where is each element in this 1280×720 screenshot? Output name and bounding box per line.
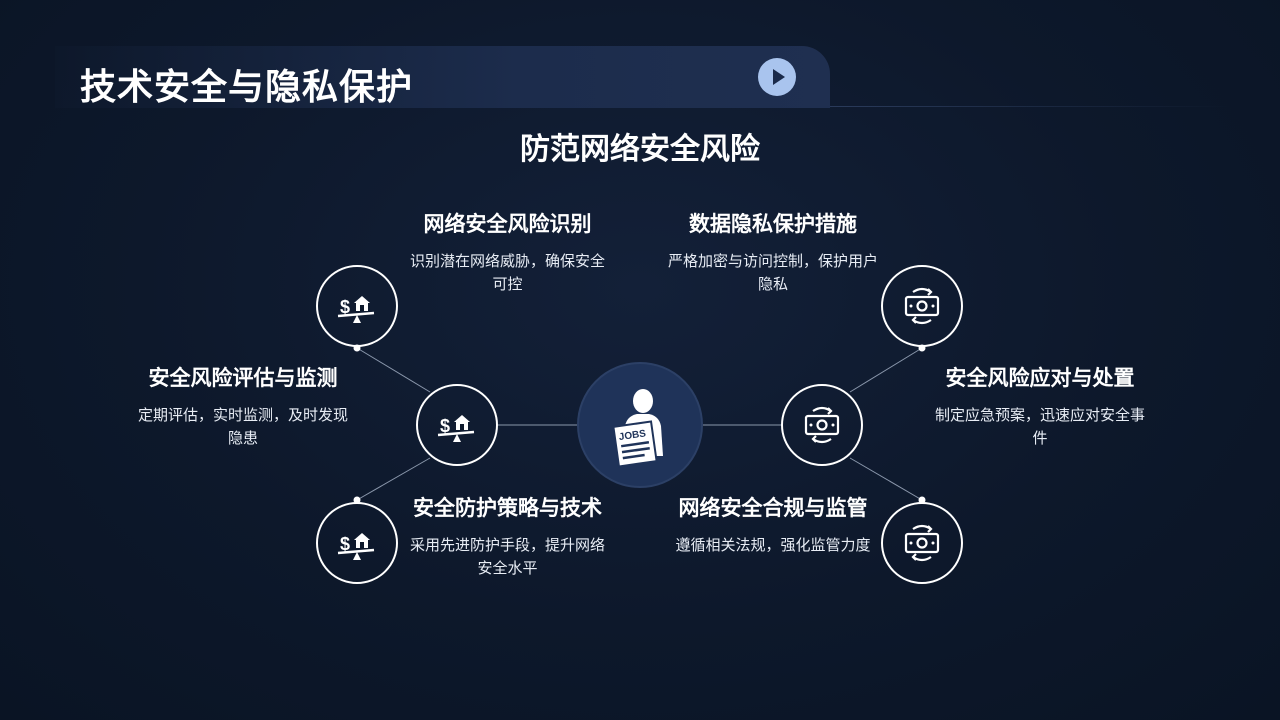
- diagram-title: 防范网络安全风险: [520, 133, 760, 166]
- money-house-seesaw-icon: $: [437, 415, 475, 442]
- cash-exchange-icon: [804, 406, 840, 444]
- page-title: 技术安全与隐私保护: [80, 66, 414, 107]
- node-description: 定期评估，实时监测，及时发现隐患: [138, 407, 349, 447]
- cash-exchange-icon: [904, 287, 940, 325]
- node-assess: $: [416, 384, 498, 466]
- label-compliance: 网络安全合规与监管 遵循相关法规，强化监管力度: [668, 498, 878, 557]
- money-house-seesaw-icon: $: [337, 533, 375, 560]
- svg-text:$: $: [340, 297, 350, 317]
- connector-line: [356, 457, 431, 501]
- node-title: 网络安全风险识别: [423, 213, 592, 236]
- label-identify: 网络安全风险识别 识别潜在网络威胁，确保安全可控: [405, 214, 610, 296]
- node-description: 遵循相关法规，强化监管力度: [675, 537, 871, 554]
- connector-line: [849, 457, 923, 501]
- node-title: 数据隐私保护措施: [689, 213, 857, 236]
- label-defense: 安全防护策略与技术 采用先进防护手段，提升网络安全水平: [405, 498, 610, 580]
- connector-line: [849, 347, 923, 393]
- node-title: 安全风险应对与处置: [945, 367, 1135, 390]
- node-title: 安全防护策略与技术: [413, 497, 602, 520]
- node-title: 网络安全合规与监管: [678, 497, 868, 520]
- jobs-person-icon: JOBS: [612, 389, 663, 468]
- node-description: 严格加密与访问控制，保护用户隐私: [668, 253, 879, 293]
- node-description: 采用先进防护手段，提升网络安全水平: [409, 537, 605, 577]
- svg-text:$: $: [440, 416, 450, 436]
- connector-line: [356, 347, 431, 393]
- node-title: 安全风险评估与监测: [148, 367, 338, 390]
- center-node: JOBS: [577, 362, 703, 488]
- connector-dot: [918, 496, 926, 504]
- label-privacy: 数据隐私保护措施 严格加密与访问控制，保护用户隐私: [668, 214, 878, 296]
- label-assess: 安全风险评估与监测 定期评估，实时监测，及时发现隐患: [138, 368, 348, 450]
- play-icon: [773, 69, 785, 85]
- node-identify: $: [316, 265, 398, 347]
- play-button[interactable]: [758, 58, 796, 96]
- node-compliance: [881, 502, 963, 584]
- cash-exchange-icon: [904, 524, 940, 562]
- node-description: 制定应急预案，迅速应对安全事件: [935, 407, 1146, 447]
- node-privacy: [881, 265, 963, 347]
- node-description: 识别潜在网络威胁，确保安全可控: [409, 253, 605, 293]
- svg-text:$: $: [340, 534, 350, 554]
- money-house-seesaw-icon: $: [337, 296, 375, 323]
- node-defense: $: [316, 502, 398, 584]
- title-bar: [55, 46, 830, 108]
- connector-dot: [353, 496, 361, 504]
- node-response: [781, 384, 863, 466]
- jobs-sign-text: JOBS: [618, 428, 647, 443]
- title-underline: [830, 106, 1230, 107]
- label-response: 安全风险应对与处置 制定应急预案，迅速应对安全事件: [935, 368, 1145, 450]
